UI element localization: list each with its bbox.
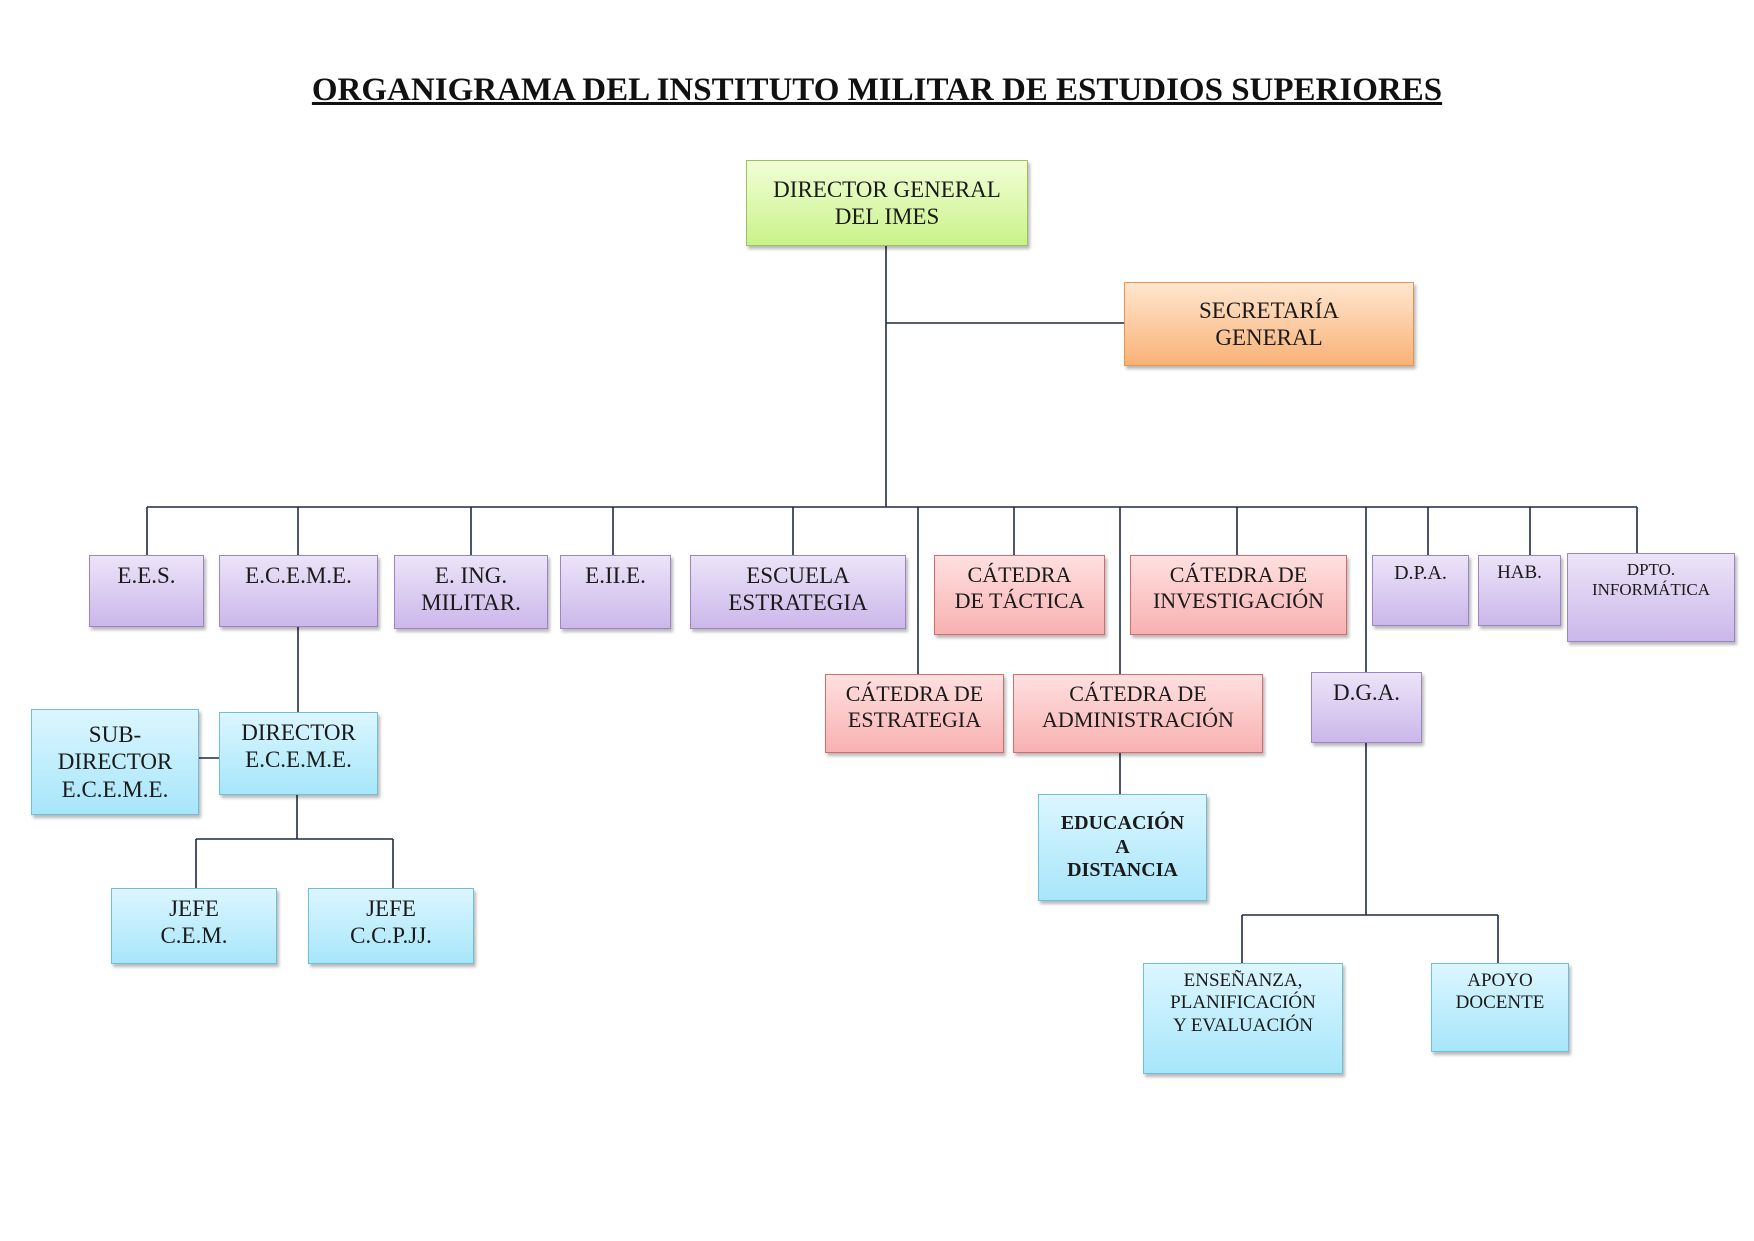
node-dga: D.G.A. <box>1311 672 1422 743</box>
node-jefe-ccpjj: JEFE C.C.P.JJ. <box>308 888 474 964</box>
page-title: ORGANIGRAMA DEL INSTITUTO MILITAR DE EST… <box>311 72 1443 108</box>
node-catedra-tactica: CÁTEDRA DE TÁCTICA <box>934 555 1105 635</box>
node-catedra-administracion: CÁTEDRA DE ADMINISTRACIÓN <box>1013 674 1263 753</box>
node-catedra-estrategia: CÁTEDRA DE ESTRATEGIA <box>825 674 1004 753</box>
node-director-eceme: DIRECTOR E.C.E.M.E. <box>219 712 378 795</box>
node-eceme: E.C.E.M.E. <box>219 555 378 627</box>
node-hab: HAB. <box>1478 555 1561 626</box>
node-dpto-informatica: DPTO. INFORMÁTICA <box>1567 553 1735 642</box>
node-dpa: D.P.A. <box>1372 555 1469 626</box>
node-ensenanza: ENSEÑANZA, PLANIFICACIÓN Y EVALUACIÓN <box>1143 963 1343 1074</box>
node-e-ing-militar: E. ING. MILITAR. <box>394 555 548 629</box>
node-director-general: DIRECTOR GENERAL DEL IMES <box>746 160 1028 246</box>
node-educacion-distancia: EDUCACIÓN A DISTANCIA <box>1038 794 1207 901</box>
node-catedra-investigacion: CÁTEDRA DE INVESTIGACIÓN <box>1130 555 1347 635</box>
node-subdirector-eceme: SUB- DIRECTOR E.C.E.M.E. <box>31 709 199 815</box>
node-ees: E.E.S. <box>89 555 204 627</box>
node-jefe-cem: JEFE C.E.M. <box>111 888 277 964</box>
node-escuela-estrategia: ESCUELA ESTRATEGIA <box>690 555 906 629</box>
node-apoyo-docente: APOYO DOCENTE <box>1431 963 1569 1052</box>
node-secretaria-general: SECRETARÍA GENERAL <box>1124 282 1414 366</box>
node-eiie: E.II.E. <box>560 555 671 629</box>
